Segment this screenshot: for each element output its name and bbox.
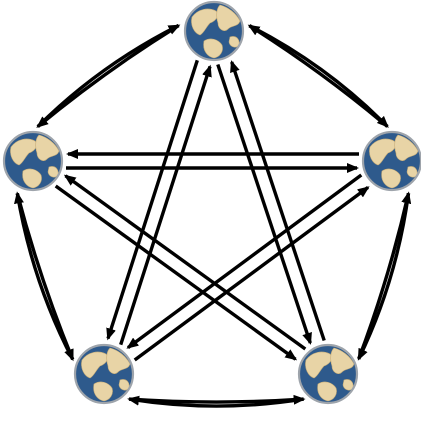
- globe-icon: [185, 2, 243, 60]
- arrow-bottom-left-to-bottom-right: [129, 399, 304, 402]
- arrow-right-to-top: [249, 26, 387, 127]
- arrow-left-to-bottom-left: [17, 193, 72, 359]
- globe-icon: [75, 345, 133, 403]
- globe-icon: [4, 132, 62, 190]
- connections: [17, 26, 408, 407]
- arrow-top-to-left: [38, 26, 179, 127]
- arrow-bottom-right-to-top: [232, 62, 325, 341]
- node-right: [363, 132, 421, 190]
- arrow-bottom-left-to-right: [135, 187, 368, 360]
- node-bottom-right: [299, 345, 357, 403]
- globe-icon: [299, 345, 357, 403]
- arrow-bottom-right-to-right: [359, 193, 409, 359]
- arrow-top-to-bottom-right: [218, 65, 310, 344]
- node-bottom-left: [75, 345, 133, 403]
- arrow-bottom-left-to-top: [121, 67, 210, 345]
- arrow-top-to-bottom-left: [108, 60, 197, 338]
- arrow-left-to-bottom-right: [56, 186, 296, 359]
- globe-icon: [363, 132, 421, 190]
- node-top: [185, 2, 243, 60]
- node-left: [4, 132, 62, 190]
